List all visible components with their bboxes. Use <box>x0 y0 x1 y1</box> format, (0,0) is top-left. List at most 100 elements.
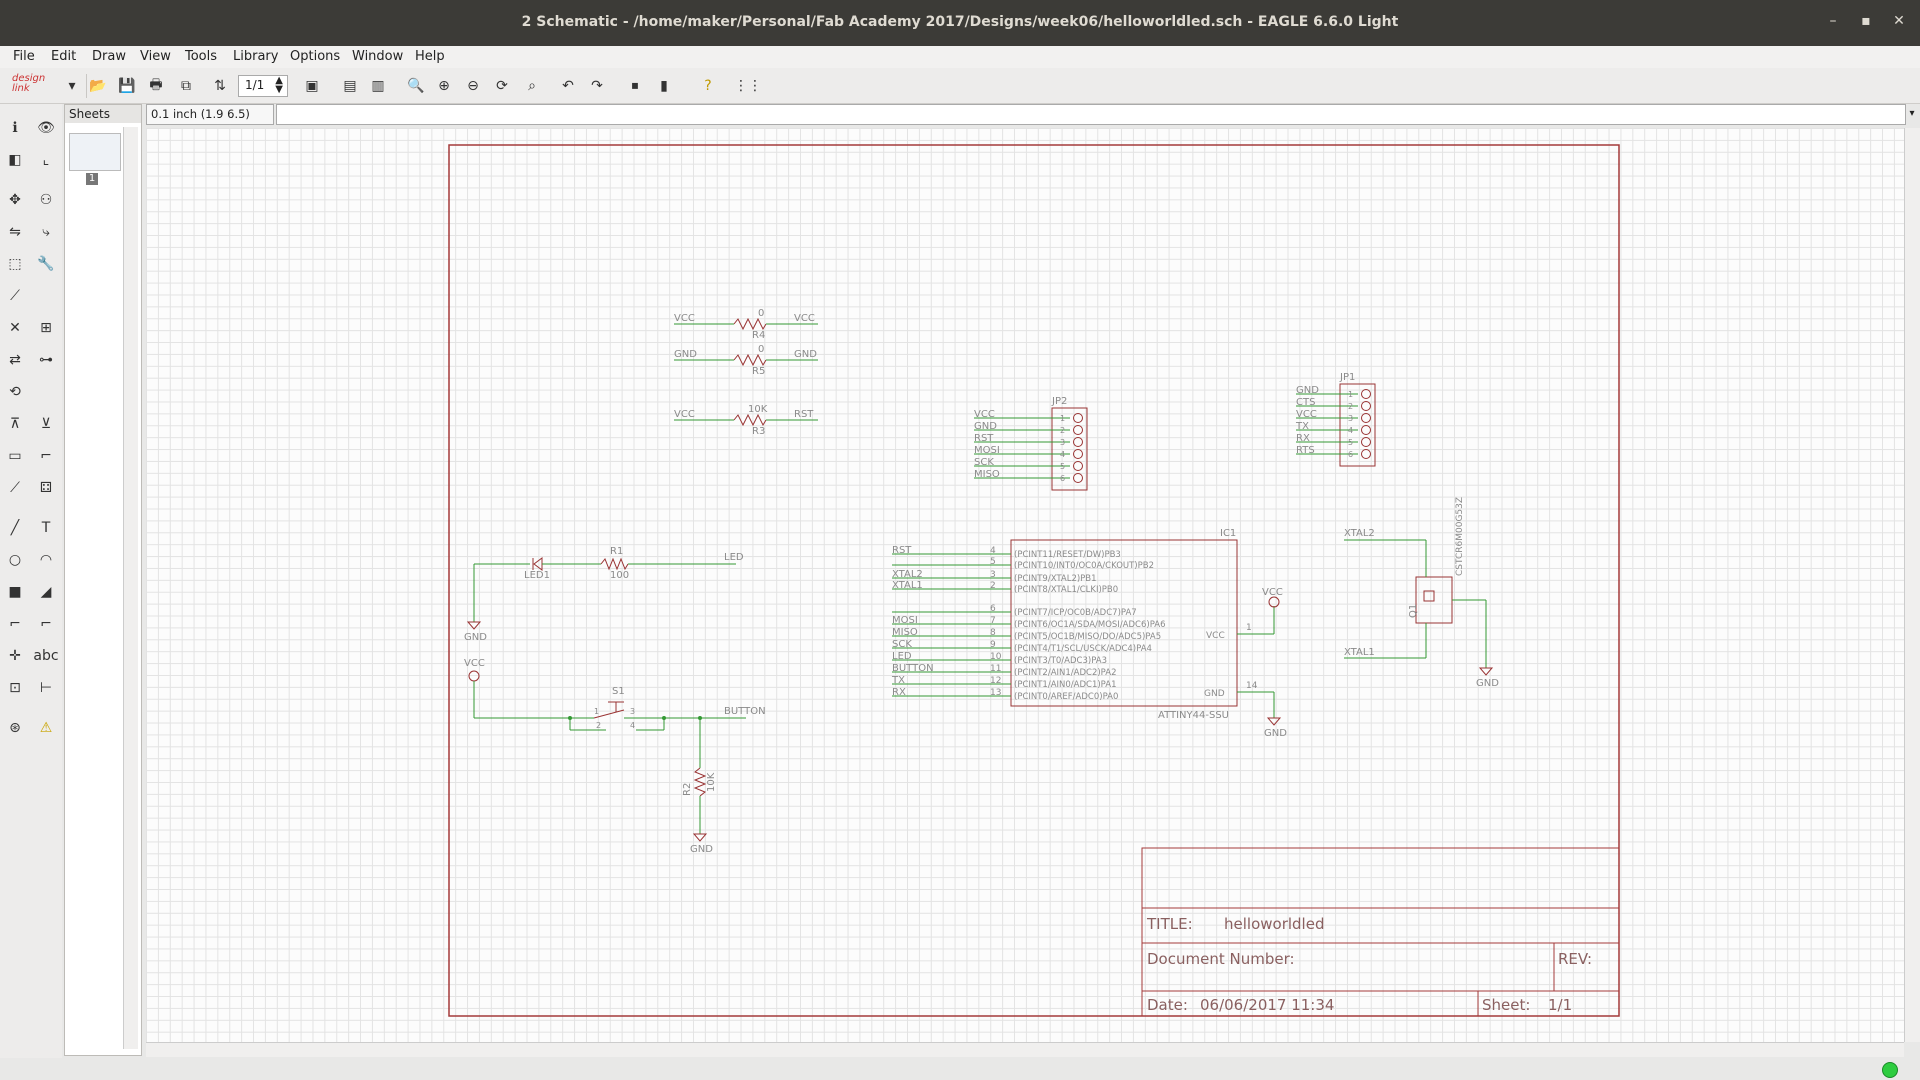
info-icon[interactable]: ℹ <box>12 120 18 136</box>
button-circuit[interactable]: VCC S1 1 2 3 4 BUTTON GND <box>464 658 766 855</box>
miter-icon[interactable]: ⌐ <box>40 448 52 464</box>
zoom-out-icon[interactable]: ⊖ <box>467 78 479 94</box>
sheet-selector-value: 1/1 <box>245 78 265 92</box>
display-layers-icon[interactable]: ◧ <box>8 152 22 168</box>
zoom-select-icon[interactable]: ⌕ <box>528 78 536 94</box>
pin-number: 3 <box>990 570 996 580</box>
pin-function: (PCINT6/OC1A/SDA/MOSI/ADC6)PA6 <box>1014 620 1166 630</box>
value-icon[interactable]: ⊻ <box>40 416 52 432</box>
circle-icon[interactable]: ○ <box>8 552 22 568</box>
copy-icon[interactable]: ⚇ <box>39 192 53 208</box>
label-icon[interactable]: abc <box>33 648 59 664</box>
use-library-icon[interactable]: ▣ <box>305 78 319 94</box>
menu-options[interactable]: Options <box>290 49 341 64</box>
rect-icon[interactable]: ■ <box>8 584 22 600</box>
group-icon[interactable]: ⬚ <box>8 256 22 272</box>
split-icon[interactable]: ⟋ <box>10 480 20 496</box>
save-icon[interactable]: 💾 <box>118 78 136 94</box>
spin-arrows-icon[interactable]: ▲▼ <box>275 75 283 95</box>
sheet-thumbnail[interactable] <box>69 133 121 171</box>
resistor-r5[interactable]: GND GND 0 R5 <box>674 344 818 377</box>
move-icon[interactable]: ✥ <box>9 192 21 208</box>
schematic-canvas[interactable]: VCC VCC 0 R4 GND GND 0 R5 VCC RST 10K R3… <box>146 128 1904 1042</box>
menu-tools[interactable]: Tools <box>185 49 218 64</box>
menu-library[interactable]: Library <box>233 49 279 64</box>
show-icon[interactable]: 👁 <box>37 120 55 136</box>
redo-icon[interactable]: ↷ <box>591 78 603 94</box>
invoke-icon[interactable]: ⚃ <box>39 480 53 496</box>
grid-icon[interactable]: ⋮⋮ <box>734 78 762 94</box>
net-label: GND <box>690 844 713 855</box>
horizontal-scrollbar[interactable] <box>146 1042 1904 1057</box>
zoom-fit-icon[interactable]: 🔍 <box>407 78 425 94</box>
net-icon[interactable]: ⌐ <box>40 616 52 632</box>
resonator-q1[interactable]: XTAL2 XTAL1 GND Q1 CSTCR6M00G53Z <box>1344 497 1499 689</box>
add-icon[interactable]: ⊞ <box>40 320 52 336</box>
run-script-icon[interactable]: ▤ <box>343 78 357 94</box>
command-history-dropdown[interactable]: ▾ <box>1909 108 1915 119</box>
command-line-input[interactable] <box>276 104 1906 125</box>
net-label: BUTTON <box>724 706 766 717</box>
mirror-icon[interactable]: ⇋ <box>9 224 21 240</box>
pinswap-icon[interactable]: ⇄ <box>9 352 21 368</box>
resistor-r3[interactable]: VCC RST 10K R3 <box>674 404 818 437</box>
go-icon[interactable]: ▮ <box>660 78 668 94</box>
mark-icon[interactable]: ⌞ <box>42 152 50 168</box>
junction-icon[interactable]: ✛ <box>9 648 21 664</box>
menu-view[interactable]: View <box>140 49 171 64</box>
text-icon[interactable]: T <box>41 520 51 536</box>
maximize-button[interactable]: ▪ <box>1861 13 1871 29</box>
help-icon[interactable]: ? <box>704 78 712 94</box>
sheet-selector[interactable]: 1/1 ▲▼ <box>238 75 288 97</box>
stop-icon[interactable]: ⏹ <box>631 78 639 94</box>
net-label: XTAL2 <box>1344 528 1375 539</box>
menu-edit[interactable]: Edit <box>51 49 77 64</box>
minimize-button[interactable]: – <box>1829 13 1837 29</box>
polygon-icon[interactable]: ◢ <box>40 584 52 600</box>
zoom-in-icon[interactable]: ⊕ <box>438 78 450 94</box>
menu-window[interactable]: Window <box>352 49 404 64</box>
net-label: VCC <box>674 409 695 420</box>
resistor-r4[interactable]: VCC VCC 0 R4 <box>674 308 818 341</box>
gateswap-icon[interactable]: ⟲ <box>9 384 21 400</box>
window-titlebar: 2 Schematic - /home/maker/Personal/Fab A… <box>0 0 1920 46</box>
name-icon[interactable]: ⊼ <box>9 416 21 432</box>
sheets-scrollbar[interactable] <box>123 127 138 1049</box>
board-switch-icon[interactable]: ⇅ <box>214 78 226 94</box>
led-circuit[interactable]: GND LED1 R1 100 LED <box>464 546 744 643</box>
print-icon[interactable]: 🖶 <box>149 77 163 93</box>
cam-processor-icon[interactable]: ⧉ <box>181 78 191 94</box>
bus-icon[interactable]: ⌐ <box>9 616 21 632</box>
replace-icon[interactable]: ⊶ <box>39 352 53 368</box>
run-ulp-icon[interactable]: ▥ <box>371 78 385 94</box>
arc-icon[interactable]: ◠ <box>39 552 53 568</box>
close-button[interactable]: ✕ <box>1893 13 1905 29</box>
paste-icon[interactable]: ⟋ <box>10 288 20 304</box>
zoom-redraw-icon[interactable]: ⟳ <box>496 78 508 94</box>
open-icon[interactable]: 📂 <box>89 78 107 94</box>
attribute-icon[interactable]: ⊡ <box>9 680 21 696</box>
vertical-scrollbar[interactable] <box>1904 128 1920 1042</box>
errors-icon[interactable]: ⚠ <box>39 720 53 736</box>
menu-file[interactable]: File <box>13 49 35 64</box>
resistor-value: 10K <box>748 404 768 415</box>
dimension-icon[interactable]: ⊢ <box>39 680 53 696</box>
menu-help[interactable]: Help <box>415 49 445 64</box>
pin-number: 7 <box>990 616 996 626</box>
wire-icon[interactable]: ╱ <box>10 520 20 536</box>
delete-icon[interactable]: ✕ <box>9 320 21 336</box>
pin-pad <box>1073 461 1083 471</box>
rotate-icon[interactable]: ⤷ <box>42 224 50 240</box>
change-icon[interactable]: 🔧 <box>37 256 55 272</box>
erc-icon[interactable]: ⊛ <box>9 720 21 736</box>
dropdown-arrow-icon[interactable]: ▾ <box>68 78 76 94</box>
smash-icon[interactable]: ▭ <box>8 448 22 464</box>
connector-name: JP2 <box>1051 396 1067 407</box>
date-label: Date: <box>1147 996 1188 1014</box>
menu-draw[interactable]: Draw <box>92 49 126 64</box>
design-link-logo[interactable]: design link <box>12 73 46 94</box>
undo-icon[interactable]: ↶ <box>562 78 574 94</box>
